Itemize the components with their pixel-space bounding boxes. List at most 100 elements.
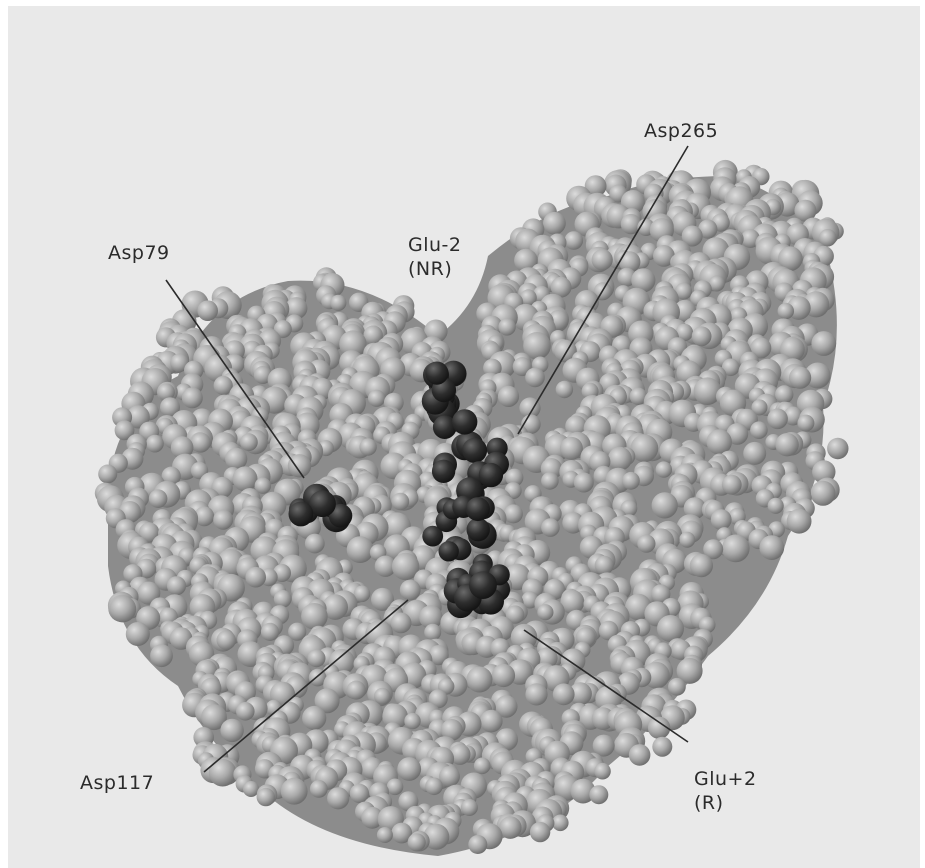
protein-atom — [233, 466, 258, 491]
label-glu-plus2-site: (R) — [694, 791, 757, 815]
protein-atom — [327, 787, 349, 809]
protein-atom — [274, 590, 292, 608]
ligand-atom — [469, 571, 497, 599]
protein-atom — [408, 833, 426, 851]
protein-atom — [778, 303, 794, 319]
protein-atom — [552, 815, 569, 832]
protein-atom — [787, 509, 812, 534]
protein-atom — [629, 744, 651, 766]
protein-atom — [541, 472, 559, 490]
protein-atom — [530, 822, 550, 842]
label-glu-plus2-text: Glu+2 — [694, 767, 757, 791]
protein-atom — [243, 781, 259, 797]
protein-atom — [209, 759, 237, 787]
protein-atom — [397, 757, 421, 781]
protein-atom — [679, 532, 695, 548]
protein-atom — [404, 713, 420, 729]
protein-atom — [220, 719, 243, 742]
protein-atom — [657, 615, 684, 642]
label-glu-minus2-site: (NR) — [408, 257, 462, 281]
protein-atom — [109, 596, 136, 623]
protein-atom — [652, 492, 678, 518]
ligand-atom — [467, 518, 490, 541]
protein-atom — [574, 473, 594, 493]
label-glu-minus2: Glu-2 (NR) — [408, 233, 462, 281]
protein-atom — [240, 433, 258, 451]
ligand-atom — [439, 541, 459, 561]
protein-atom — [468, 835, 487, 854]
protein-atom — [98, 465, 117, 484]
protein-atom — [692, 326, 712, 346]
protein-atom — [767, 409, 788, 430]
protein-atom — [167, 576, 186, 595]
protein-space-filling-model — [8, 6, 920, 868]
protein-atom — [400, 580, 421, 601]
protein-atom — [543, 212, 566, 235]
protein-atom — [347, 536, 374, 563]
protein-atom — [595, 556, 614, 575]
label-asp265: Asp265 — [644, 119, 718, 143]
protein-atom — [711, 509, 732, 530]
protein-atom — [391, 613, 412, 634]
protein-atom — [827, 438, 848, 459]
protein-atom — [261, 623, 279, 641]
protein-atom — [656, 461, 672, 477]
label-glu-minus2-text: Glu-2 — [408, 233, 462, 257]
ligand-atom — [289, 502, 314, 527]
protein-atom — [750, 421, 768, 439]
protein-atom — [474, 758, 491, 775]
protein-atom — [359, 438, 376, 455]
ligand-atom — [466, 497, 490, 521]
protein-atom — [467, 667, 493, 693]
ligand-atom — [462, 438, 487, 463]
protein-atom — [560, 437, 583, 460]
protein-atom — [797, 415, 814, 432]
protein-atom — [281, 778, 308, 805]
protein-atom — [213, 510, 233, 530]
protein-atom — [811, 331, 836, 356]
label-asp117: Asp117 — [80, 771, 154, 795]
label-asp117-text: Asp117 — [80, 771, 154, 795]
protein-atom — [146, 435, 164, 453]
protein-atom — [811, 481, 836, 506]
label-glu-plus2: Glu+2 (R) — [694, 767, 757, 815]
protein-atom — [743, 442, 766, 465]
protein-atom — [126, 622, 150, 646]
protein-atom — [594, 763, 611, 780]
label-asp79: Asp79 — [108, 241, 170, 265]
protein-atom — [537, 604, 553, 620]
protein-atom — [330, 295, 346, 311]
protein-atom — [492, 664, 515, 687]
protein-atom — [182, 387, 203, 408]
protein-atom — [768, 498, 784, 514]
protein-atom — [775, 385, 793, 403]
protein-atom — [722, 535, 750, 563]
protein-atom — [668, 678, 686, 696]
protein-atom — [197, 300, 218, 321]
protein-atom — [301, 603, 328, 630]
protein-atom — [392, 493, 410, 511]
protein-atom — [637, 535, 655, 553]
protein-atom — [759, 535, 784, 560]
protein-atom — [498, 386, 519, 407]
protein-atom — [652, 737, 672, 757]
protein-atom — [150, 644, 173, 667]
protein-atom — [556, 381, 573, 398]
ligand-atom — [425, 362, 448, 385]
protein-atom — [191, 433, 211, 453]
protein-atom — [347, 681, 366, 700]
protein-atom — [504, 504, 523, 523]
ligand-atom — [479, 463, 503, 487]
protein-atom — [553, 683, 575, 705]
protein-atom — [424, 624, 441, 641]
protein-atom — [622, 472, 640, 490]
protein-atom — [565, 231, 584, 250]
protein-atom — [461, 799, 478, 816]
protein-atom — [257, 788, 275, 806]
protein-atom — [775, 433, 798, 456]
ligand-atom — [452, 409, 477, 434]
protein-atom — [722, 475, 742, 495]
protein-atom — [308, 649, 326, 667]
protein-atom — [149, 489, 168, 508]
label-asp79-text: Asp79 — [108, 241, 170, 265]
